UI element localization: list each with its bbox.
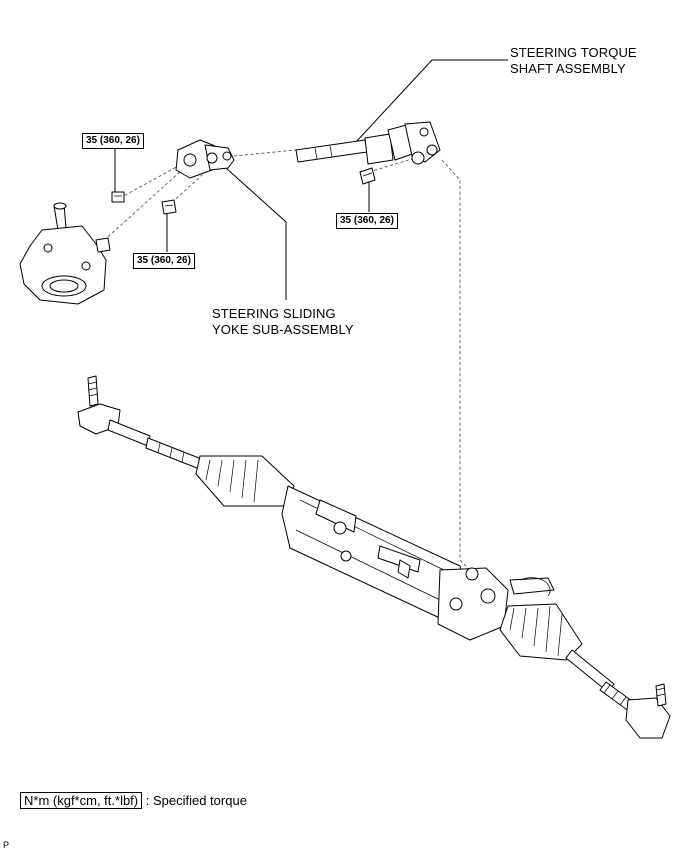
legend-key: N*m (kgf*cm, ft.*lbf) [20, 792, 143, 809]
torque-spec-right: 35 (360, 26) [336, 213, 398, 229]
alignment-dashed-lines [99, 149, 471, 571]
label-torque-shaft-assembly: STEERING TORQUE SHAFT ASSEMBLY [510, 45, 637, 77]
label-torque-shaft-line1: STEERING TORQUE [510, 45, 637, 60]
steering-torque-shaft [295, 121, 441, 165]
bolt-right [359, 167, 376, 185]
label-sliding-yoke-line1: STEERING SLIDING [212, 306, 336, 321]
label-torque-shaft-line2: SHAFT ASSEMBLY [510, 61, 626, 76]
label-sliding-yoke-line2: YOKE SUB-ASSEMBLY [212, 322, 354, 337]
bolt-middle [161, 199, 177, 215]
valve-housing [19, 202, 111, 305]
steering-rack-assembly [77, 375, 671, 739]
corner-code: P [3, 840, 10, 850]
torque-spec-top-left: 35 (360, 26) [82, 133, 144, 149]
torque-spec-middle-left: 35 (360, 26) [133, 253, 195, 269]
label-sliding-yoke-sub-assembly: STEERING SLIDING YOKE SUB-ASSEMBLY [212, 306, 354, 338]
legend-separator: : [142, 793, 153, 808]
leader-lines [114, 59, 508, 300]
steering-sliding-yoke [175, 139, 235, 179]
legend-description: Specified torque [152, 793, 247, 808]
bolt-top-left [111, 191, 125, 203]
torque-legend: N*m (kgf*cm, ft.*lbf) : Specified torque [20, 792, 247, 809]
